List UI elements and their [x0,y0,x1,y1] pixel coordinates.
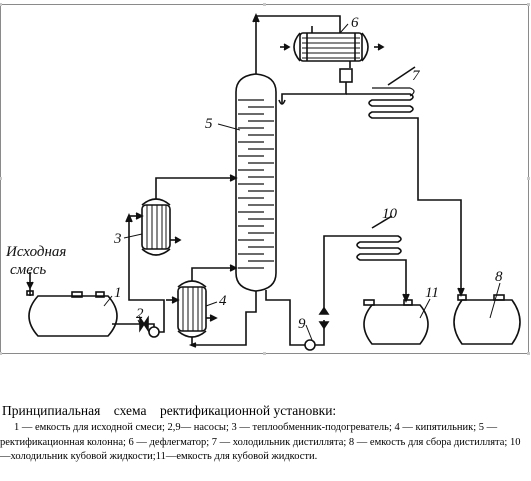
bottoms-pump [304,235,360,351]
resize-handle-bottom-middle[interactable] [263,352,266,355]
resize-handle-middle-left[interactable] [0,177,2,180]
label-5: 5 [205,116,213,132]
feed-pump [112,212,165,338]
resize-handle-top-left[interactable] [0,3,2,6]
feed-label-line1: Исходная [5,244,66,260]
caption-title: Принципиальная схема ректификационной ус… [2,403,337,418]
resize-handle-top-middle[interactable] [263,3,266,6]
label-6: 6 [351,15,359,31]
process-flow-diagram: Исходная смесь 1 2 3 4 5 6 7 8 9 10 11 [0,3,530,355]
distillate-tank [453,294,521,345]
bottoms-cooler [356,215,410,304]
dephlegmator [280,26,385,68]
label-2: 2 [136,306,144,322]
figure-frame [0,4,529,354]
rectification-column [235,68,277,292]
caption-legend: 1 — емкость для исходной смеси; 2,9— нас… [0,422,521,462]
label-9: 9 [298,316,306,332]
heat-exchanger-preheater [129,198,182,256]
label-11: 11 [425,285,439,301]
resize-handle-bottom-right[interactable] [527,352,530,355]
resize-handle-middle-right[interactable] [527,177,530,180]
label-10: 10 [382,206,398,222]
feed-tank [26,272,118,337]
diagram-canvas: Исходная смесь 1 2 3 4 5 6 7 8 9 10 11 [5,12,521,351]
label-3: 3 [113,231,122,247]
resize-handle-top-right[interactable] [527,3,530,6]
label-1: 1 [114,285,122,301]
resize-handle-bottom-left[interactable] [0,352,2,355]
bottoms-tank [363,299,429,345]
label-4: 4 [219,293,227,309]
label-7: 7 [412,68,421,84]
label-8: 8 [495,269,503,285]
feed-label-line2: смесь [10,262,46,278]
